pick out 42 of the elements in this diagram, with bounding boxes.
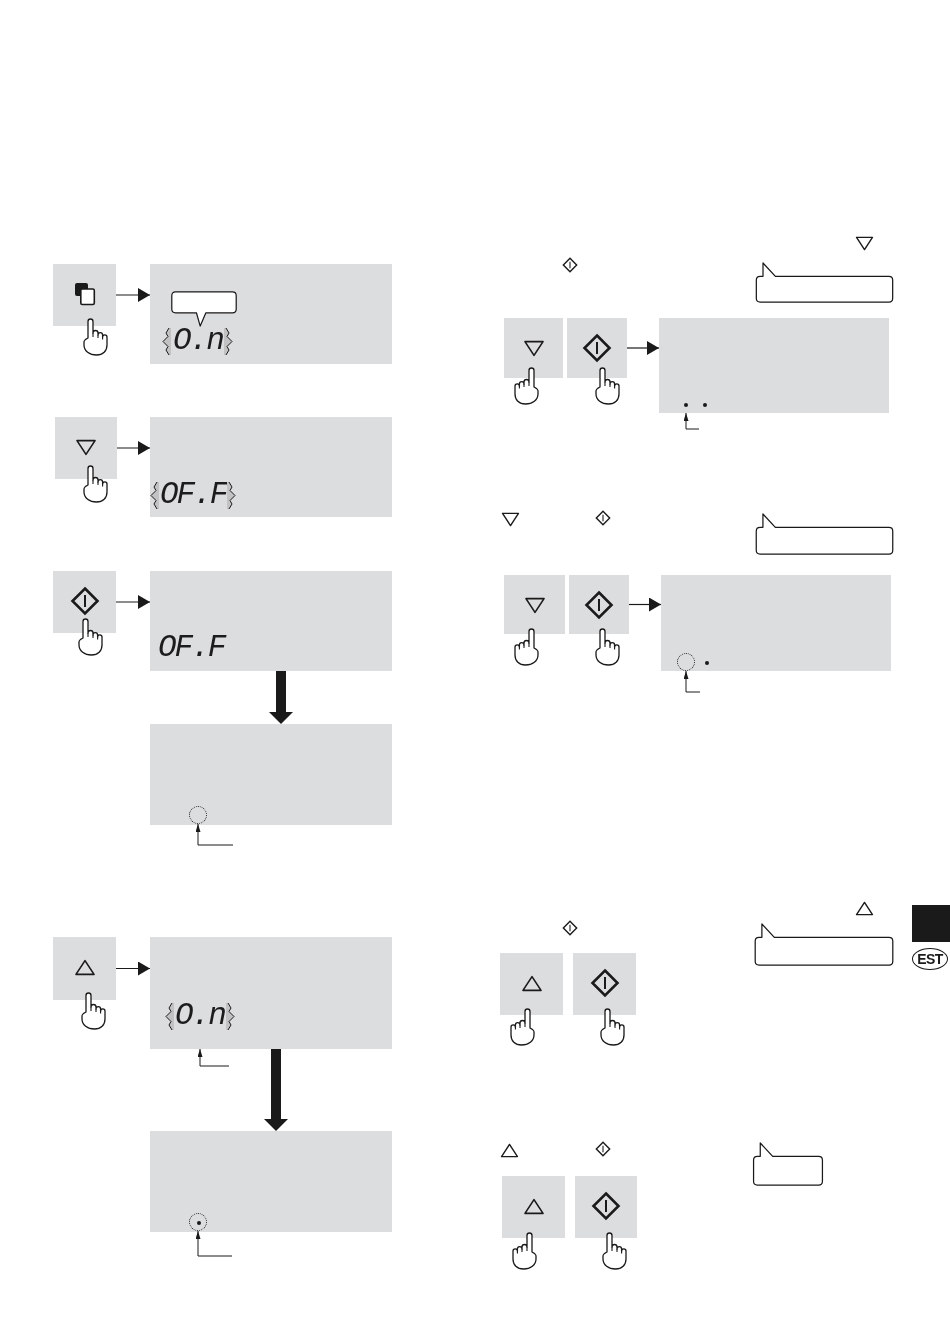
arrow [116, 441, 151, 455]
control-key [55, 417, 117, 479]
control-key [504, 575, 565, 634]
lcd-display [150, 937, 392, 1049]
control-key [567, 318, 627, 378]
display-readout: O.n [175, 1000, 225, 1032]
lcd-display [150, 264, 392, 364]
arrow [115, 288, 151, 302]
speech-bubble [752, 1142, 824, 1186]
lcd-display [150, 417, 392, 517]
lcd-display [150, 1131, 392, 1232]
display-readout: OF.F [158, 632, 225, 664]
speech-bubble [752, 923, 896, 966]
control-key [575, 1176, 637, 1238]
leader-line [197, 1048, 230, 1067]
speech-bubble [753, 262, 896, 303]
leader-line [195, 823, 234, 846]
control-key [53, 937, 116, 1000]
arrow [115, 595, 151, 609]
control-key [573, 953, 636, 1015]
arrow [264, 1049, 288, 1131]
speech-bubble [753, 513, 896, 555]
lcd-display [661, 575, 891, 671]
lcd-display [150, 724, 392, 825]
lcd-display [150, 571, 392, 671]
display-readout: O.n [173, 325, 223, 357]
arrow [628, 597, 662, 612]
control-key [569, 575, 629, 634]
control-key [502, 1176, 565, 1238]
control-key [504, 318, 563, 378]
leader-line [683, 412, 700, 430]
control-key [500, 953, 563, 1015]
leader-line [683, 670, 701, 693]
leader-line [195, 1230, 233, 1257]
lcd-display [659, 318, 889, 413]
arrow [269, 671, 293, 724]
arrow [115, 961, 151, 976]
language-tag: EST [912, 948, 948, 970]
control-key [53, 571, 116, 633]
display-readout: OF.F [160, 479, 227, 511]
arrow [626, 341, 660, 355]
control-key [53, 264, 116, 326]
